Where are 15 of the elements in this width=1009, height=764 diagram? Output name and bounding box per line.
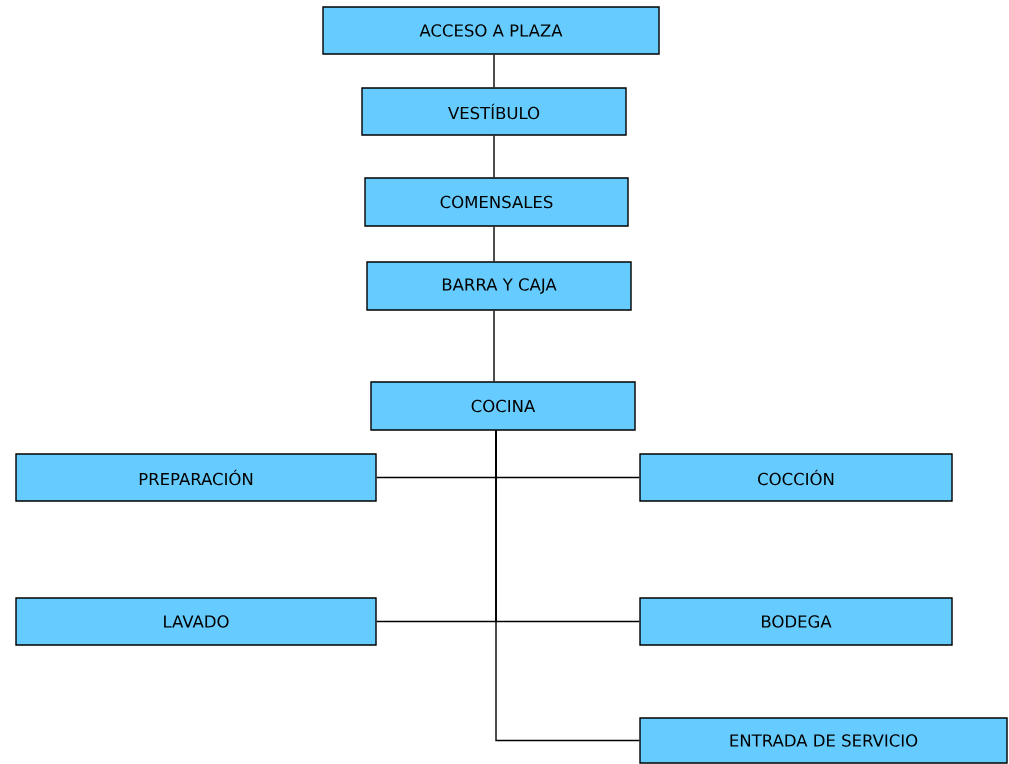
room-box: ACCESO A PLAZA [322,6,660,55]
connector-line [493,54,495,88]
room-box: BARRA Y CAJA [366,261,632,311]
connector-line [493,310,495,382]
room-box: BODEGA [639,597,953,646]
connector-line [493,226,495,262]
room-box: COMENSALES [364,177,629,227]
room-box: ENTRADA DE SERVICIO [639,717,1008,764]
room-box: VESTÍBULO [361,87,627,136]
room-box: PREPARACIÓN [15,453,377,502]
room-box: LAVADO [15,597,377,646]
room-box: COCCIÓN [639,453,953,502]
connector-line [495,430,640,742]
room-box: COCINA [370,381,636,431]
connector-line [493,135,495,178]
